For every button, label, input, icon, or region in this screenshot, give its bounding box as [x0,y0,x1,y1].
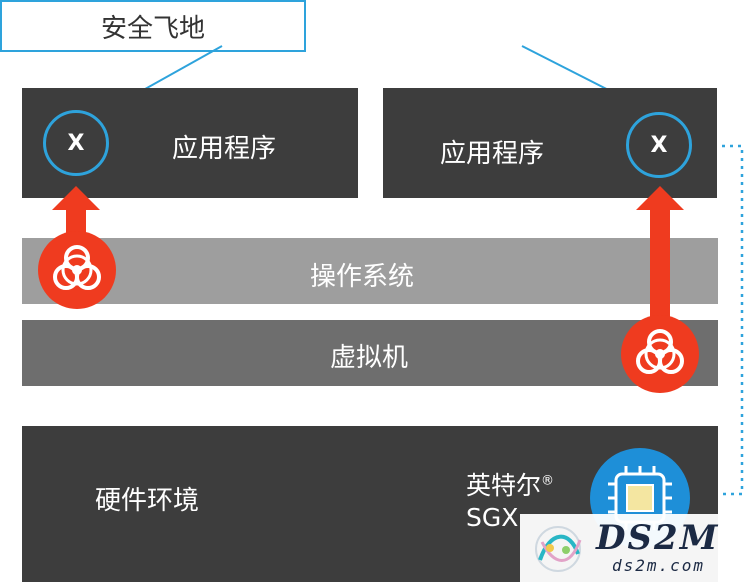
right-attack-arrow [636,186,684,354]
os-layer-label: 操作系统 [310,262,415,292]
watermark-logo-icon [535,526,582,572]
enclave-label-text: 安全飞地 [100,13,205,44]
sgx-reg-mark: ® [541,473,555,489]
left-attack-arrow [52,186,100,250]
vm-layer-label: 虚拟机 [330,343,409,373]
enclave-label: 安全飞地 [0,0,306,52]
os-layer-bar [22,238,718,304]
watermark: DS2M ds2m.com [520,514,756,582]
biohazard-icon [38,231,116,309]
right-app-label: 应用程序 [440,139,545,169]
right-enclave-marker: X [626,112,692,178]
left-app-label: 应用程序 [172,134,277,164]
sgx-dotted-link [698,144,744,496]
vm-layer-bar [22,320,718,386]
hardware-label: 硬件环境 [95,486,200,516]
sgx-tech-label: SGX [466,503,519,532]
left-enclave-marker: X [43,110,109,176]
sgx-name-label: 英特尔® [466,466,554,502]
watermark-brand: DS2M [596,518,720,558]
sgx-name: 英特尔 [466,471,542,500]
biohazard-icon [621,315,699,393]
watermark-site: ds2m.com [612,556,706,575]
